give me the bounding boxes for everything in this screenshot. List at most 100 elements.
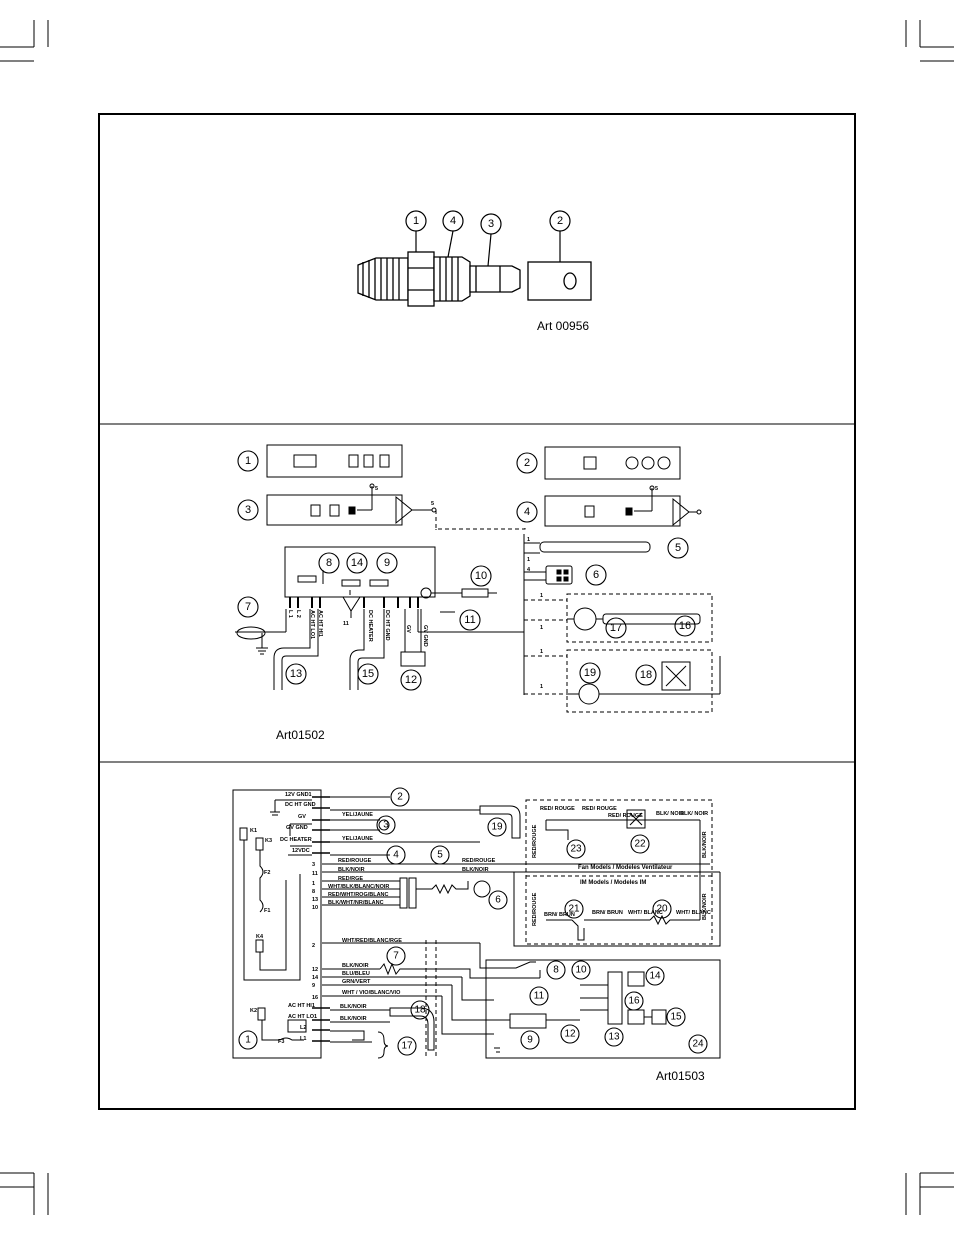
pin-label: 1	[540, 684, 543, 690]
control-board-1	[232, 789, 322, 1059]
page-frame	[98, 113, 856, 1110]
gas-valve	[400, 651, 426, 667]
wire-label: GV	[405, 625, 411, 633]
wire-label: BLK/NOIR	[340, 1016, 367, 1022]
control-panel-1	[266, 444, 403, 478]
callout-19: 19	[584, 667, 596, 679]
callout-2: 2	[524, 457, 530, 469]
callout-24: 24	[692, 1039, 704, 1050]
fitting-hex	[407, 251, 435, 307]
wire-label: BRN/ BRUN	[544, 912, 575, 918]
art-label-top: Art 00956	[537, 319, 589, 333]
wire-label: BLK/NOIR	[340, 1004, 367, 1010]
fan-im-box	[525, 799, 713, 945]
board-label: F2	[264, 870, 270, 876]
pin-label: 10	[312, 905, 318, 911]
pin-label: 11	[343, 621, 349, 627]
wire-label: BLK/NOIR	[338, 867, 365, 873]
middle-wire-labels: 5 5 5 1 1 4 1 1 1 1 11 L 1 L 2 AC HT LO1…	[287, 486, 658, 690]
callout-18: 18	[414, 1005, 426, 1016]
wire-label: BLK/ NOIR	[656, 811, 684, 817]
fitting-block	[527, 261, 592, 301]
pin-label: 5	[375, 486, 378, 492]
board-label: L2	[300, 1025, 306, 1031]
board-label: 12V GND1	[285, 792, 312, 798]
wire-label: RED/ROUGE	[532, 824, 538, 858]
callout-6: 6	[495, 895, 501, 906]
section-label: IM Models / Modeles IM	[580, 880, 646, 886]
board-labels: 12V GND1 DC HT GND GV GV GND K1 K3 DC HE…	[250, 792, 317, 1045]
wire-label: AC HT LO1	[309, 610, 315, 639]
pin-label: 14	[312, 975, 319, 981]
section-label: Fan Models / Modeles Ventilateur	[578, 865, 673, 871]
board-label: L1	[300, 1036, 306, 1042]
pin-label: 5	[431, 501, 434, 507]
board-label: K3	[265, 838, 272, 844]
callout-3: 3	[383, 820, 389, 831]
callout-13: 13	[290, 668, 302, 680]
wire-label: YEL/JAUNE	[342, 812, 373, 818]
art-label-middle: Art01502	[276, 728, 325, 742]
callout-10: 10	[575, 965, 587, 976]
wire-label: BLK/NOIR	[702, 831, 708, 858]
board-label: GV	[298, 814, 306, 820]
middle-callout-labels: 1 2 3 4 5 6 7 8 9 10 11 12 13 14 15 16 1…	[245, 455, 691, 686]
callout-14: 14	[351, 557, 363, 569]
callout-18: 18	[640, 669, 652, 681]
pin-label: 1	[527, 557, 530, 563]
control-panel-4	[544, 495, 681, 527]
callout-14: 14	[649, 971, 661, 982]
callout-23: 23	[570, 844, 582, 855]
callout-5: 5	[437, 850, 443, 861]
wire-label: AC HT HI1	[317, 610, 323, 637]
bottom-wire-labels: YEL/JAUNE YEL/JAUNE RED/ROUGE BLK/NOIR R…	[328, 806, 711, 1022]
callout-8: 8	[326, 557, 332, 569]
callout-10: 10	[475, 570, 487, 582]
wire-label: BLK/NOIR	[462, 867, 489, 873]
fitting-nut-left	[357, 257, 409, 301]
pin-label: 9	[312, 983, 315, 989]
callout-21: 21	[568, 904, 580, 915]
callout-1: 1	[245, 1035, 251, 1046]
callout-16: 16	[628, 996, 640, 1007]
wire-label: DC HT GND	[384, 610, 390, 641]
pin-label: 8	[312, 889, 315, 895]
callout-19: 19	[491, 822, 503, 833]
callout-17: 17	[401, 1041, 413, 1052]
callout-7: 7	[245, 601, 251, 613]
wire-label: BLU/BLEU	[342, 971, 370, 977]
pin-label: 5	[655, 486, 658, 492]
pin-label: 12	[312, 967, 318, 973]
board-label: K2	[250, 1008, 257, 1014]
pin-label: 1	[312, 881, 315, 887]
bottom-callout-labels: 1 2 3 4 5 6 7 8 9 10 11 12 13 14 15 16 1…	[245, 792, 704, 1052]
art-label-bottom: Art01503	[656, 1069, 705, 1083]
crop-marks	[0, 20, 954, 1215]
callout-13: 13	[608, 1032, 620, 1043]
callout-15: 15	[362, 668, 374, 680]
board-label: F3	[278, 1039, 284, 1045]
callout-4: 4	[393, 850, 399, 861]
callout-2: 2	[557, 215, 563, 227]
fitting-diagram	[357, 251, 592, 307]
pin-label: 2	[312, 943, 315, 949]
callout-4: 4	[450, 215, 456, 227]
connector-6	[545, 565, 573, 585]
fan-box	[566, 649, 713, 713]
board-label: AC HT HI1	[288, 1003, 315, 1009]
wire-label: RED/ROUGE	[462, 858, 496, 864]
ignition-module-24	[485, 959, 721, 1059]
pin-label: 3	[312, 862, 315, 868]
wire-label: RED/ ROUGE	[608, 813, 643, 819]
board-label: GV GND	[286, 825, 308, 831]
board-label: F1	[264, 908, 270, 914]
board-pins: 3 11 1 8 13 10 2 12 14 9 16	[312, 862, 319, 1001]
board-label: AC HT LO1	[288, 1014, 317, 1020]
pin-label: 4	[527, 567, 531, 573]
wire-label: RED/WHT/ROG/BLANC	[328, 892, 389, 898]
pin-label: 11	[312, 871, 318, 877]
callout-6: 6	[593, 569, 599, 581]
wire-label: RED/ ROUGE	[582, 806, 617, 812]
wire-label: L 1	[287, 610, 293, 618]
